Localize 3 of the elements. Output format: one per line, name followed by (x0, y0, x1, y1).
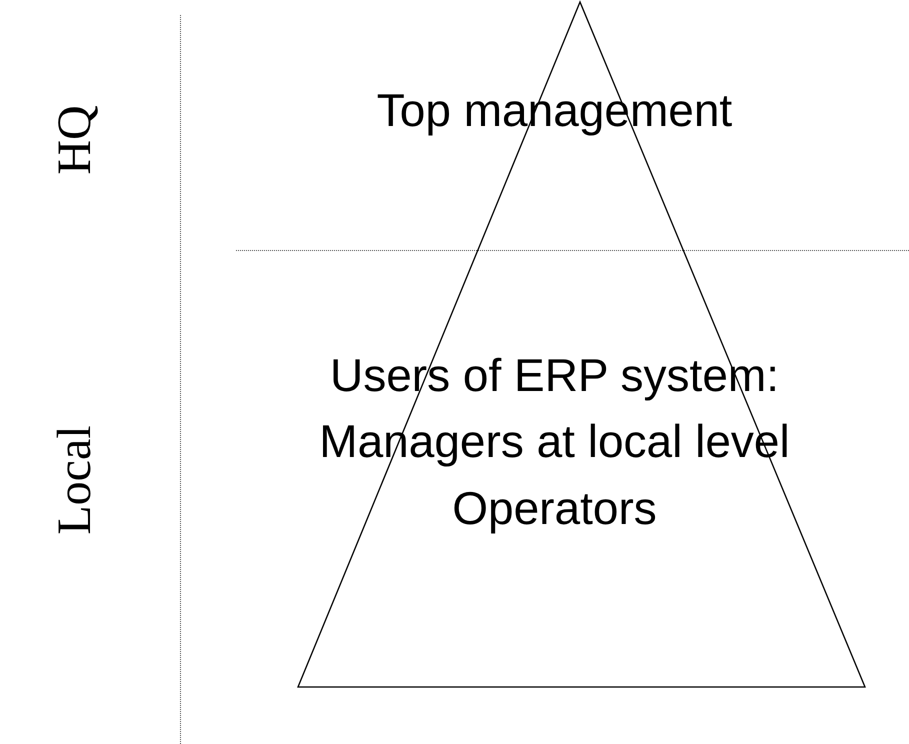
region-label: Local (51, 425, 99, 535)
level-text: Operators (452, 485, 657, 531)
region-label: HQ (51, 105, 99, 175)
